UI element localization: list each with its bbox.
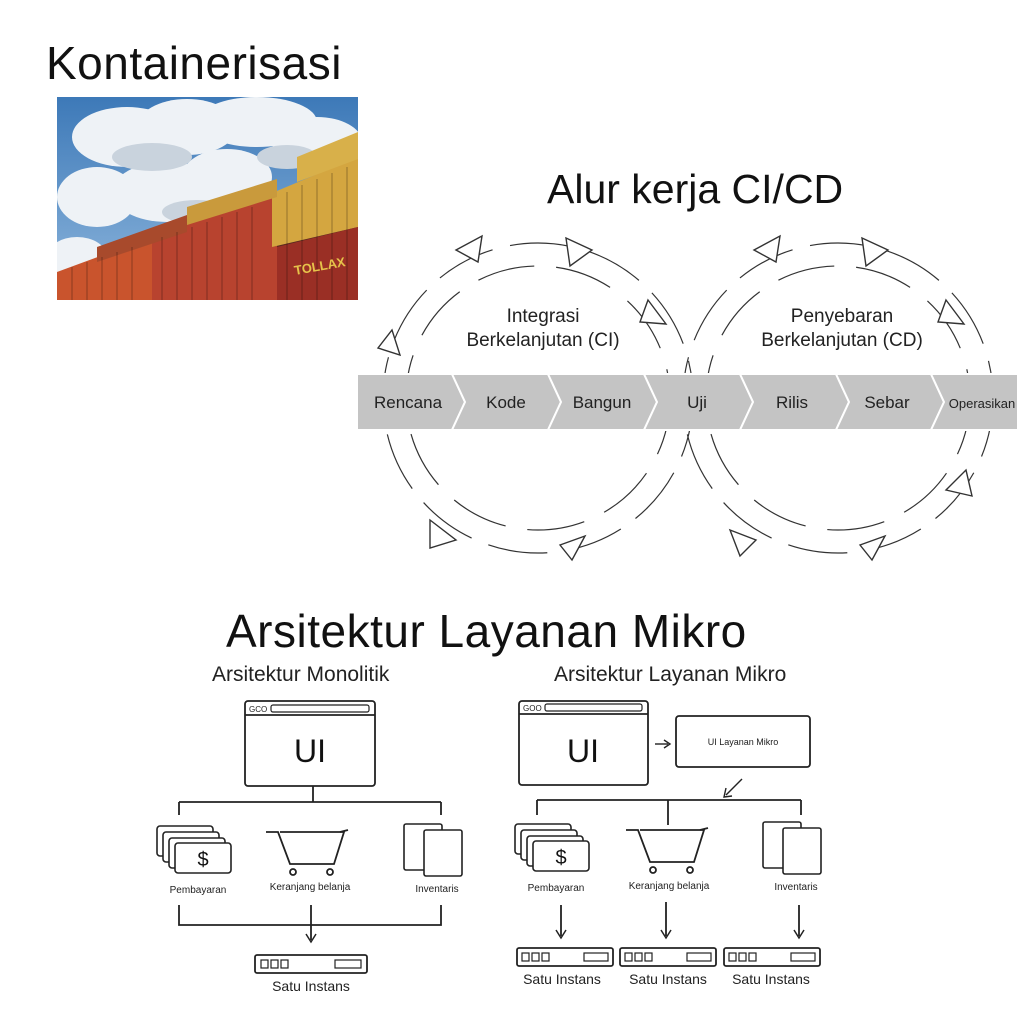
cd-ring-arrowhead xyxy=(861,236,890,268)
cd-ring-arrowhead xyxy=(728,528,758,558)
inventory-icon xyxy=(762,821,822,875)
ci-ring-arrowhead xyxy=(454,234,483,264)
cd-label-line2: Berkelanjutan (CD) xyxy=(761,330,923,351)
dollar-icon: $ xyxy=(197,849,208,871)
micro-service-inventory: Inventaris xyxy=(774,882,817,893)
ci-label-line1: Integrasi xyxy=(507,306,580,327)
micro-ui-window xyxy=(518,700,649,786)
monolith-heading: Arsitektur Monolitik xyxy=(212,663,390,686)
micro-instance-box-1 xyxy=(516,947,614,967)
micro-instance-box-3 xyxy=(723,947,821,967)
cd-ring-arrowhead xyxy=(944,468,973,497)
monolith-ui-window xyxy=(244,700,376,787)
cd-ring-arrowhead xyxy=(752,234,781,264)
monolith-instance-label: Satu Instans xyxy=(272,978,350,994)
shipping-containers-photo: TOLLAX xyxy=(57,97,358,300)
micro-instance-label-2: Satu Instans xyxy=(629,971,707,987)
micro-ui-service-box xyxy=(675,715,811,768)
cd-label-line1: Penyebaran xyxy=(791,306,893,327)
monolith-service-cart: Keranjang belanja xyxy=(270,882,351,893)
stage-label-rilis: Rilis xyxy=(776,393,808,412)
monolith-window-dots: GCO xyxy=(249,705,267,714)
ci-label-line2: Berkelanjutan (CI) xyxy=(466,330,619,351)
stage-label-kode: Kode xyxy=(486,393,526,412)
stage-chevron-operasikan xyxy=(929,373,1019,431)
micro-instance-box-2 xyxy=(619,947,717,967)
micro-ui-service-label: UI Layanan Mikro xyxy=(708,737,779,747)
monolith-ui-label: UI xyxy=(294,733,326,769)
monolith-address-bar xyxy=(270,704,370,713)
containerization-title: Kontainerisasi xyxy=(46,37,342,89)
ci-ring-arrowhead xyxy=(565,236,594,268)
monolith-instance-box xyxy=(254,954,368,974)
cd-ring-arrowhead xyxy=(858,534,887,562)
micro-address-bar xyxy=(544,703,643,712)
cd-ring-arrowhead xyxy=(937,298,966,325)
ci-ring-arrowhead xyxy=(429,518,458,549)
inventory-icon xyxy=(403,823,463,877)
micro-instance-label-3: Satu Instans xyxy=(732,971,810,987)
micro-window-dots: GOO xyxy=(523,704,542,713)
monolith-service-inventory: Inventaris xyxy=(415,884,458,895)
stage-label-operasikan: Operasikan xyxy=(949,396,1015,411)
ci-ring-arrowhead xyxy=(376,328,402,357)
money-icon xyxy=(156,825,232,874)
money-icon xyxy=(514,823,590,872)
ci-ring-arrowhead xyxy=(558,534,587,562)
micro-ui-label: UI xyxy=(567,733,599,769)
micro-instance-label-1: Satu Instans xyxy=(523,971,601,987)
ci-ring-arrowhead xyxy=(639,298,668,325)
micro-heading: Arsitektur Layanan Mikro xyxy=(554,663,787,686)
stage-label-uji: Uji xyxy=(687,393,707,412)
stage-label-bangun: Bangun xyxy=(573,393,632,412)
dollar-icon: $ xyxy=(555,847,566,869)
stage-label-sebar: Sebar xyxy=(864,393,910,412)
monolith-service-payment: Pembayaran xyxy=(170,885,227,896)
cicd-title: Alur kerja CI/CD xyxy=(547,166,844,212)
micro-service-payment: Pembayaran xyxy=(528,883,585,894)
cart-icon xyxy=(266,829,349,876)
cart-icon xyxy=(626,827,709,874)
stage-label-rencana: Rencana xyxy=(374,393,443,412)
microservices-title: Arsitektur Layanan Mikro xyxy=(226,605,747,657)
micro-service-cart: Keranjang belanja xyxy=(629,881,710,892)
